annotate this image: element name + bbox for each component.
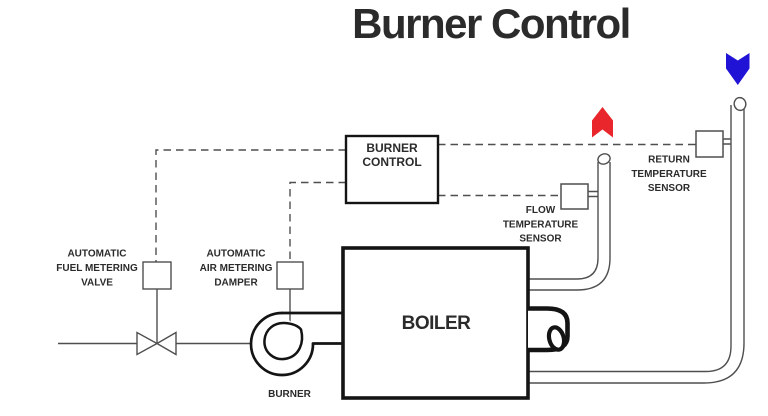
control-line-to-fuel-valve (155, 149, 346, 262)
air-damper-label-line1: AUTOMATIC (206, 249, 265, 260)
control-line-to-air-damper (289, 181, 346, 262)
page-title: Burner Control (352, 0, 630, 47)
return-sensor-label-line3: SENSOR (648, 183, 691, 194)
flow-sensor-label-line2: TEMPERATURE (503, 220, 579, 231)
burner-control-box (344, 134, 440, 205)
flow-pipe-open-end (597, 153, 611, 165)
boiler-label: BOILER (402, 313, 472, 334)
flow-sensor-label-line1: FLOW (526, 205, 556, 216)
return-temperature-sensor-box (695, 130, 724, 158)
return-sensor-label-line2: TEMPERATURE (631, 169, 707, 180)
boiler-pipe-stub-opening (546, 325, 567, 352)
valve-bowtie-right (155, 331, 177, 356)
fuel-valve-label-line3: VALVE (81, 278, 113, 289)
valve-bowtie-left (136, 331, 159, 356)
air-damper-label-line2: AIR METERING (200, 263, 273, 274)
fuel-valve-actuator-box (142, 261, 172, 290)
flow-pipe-outer-wall (526, 162, 611, 291)
flow-sensor-label-line3: SENSOR (519, 234, 562, 245)
flow-direction-up-arrow-icon (592, 107, 613, 138)
flow-pipe-inner-wall (526, 162, 599, 280)
burner-control-label-line1: BURNER (366, 141, 418, 155)
return-pipe-inner-wall (526, 105, 732, 373)
return-pipe-open-end (733, 96, 747, 112)
flow-temperature-sensor-box (560, 183, 589, 210)
return-sensor-label-line1: RETURN (648, 155, 690, 166)
burner-impeller (263, 321, 304, 361)
burner-control-label-line2: CONTROL (362, 155, 421, 169)
air-damper-label-line3: DAMPER (214, 278, 258, 289)
return-pipe-outer-wall (526, 105, 745, 384)
air-damper-actuator-box (276, 261, 304, 290)
flow-sensor-probe (588, 190, 598, 198)
fuel-valve-label-line1: AUTOMATIC (67, 249, 126, 260)
boiler-box (341, 246, 530, 400)
return-sensor-probe (723, 138, 731, 145)
fuel-valve-label-line2: FUEL METERING (56, 263, 138, 274)
burner-label: BURNER (268, 389, 312, 400)
return-direction-down-arrow-icon (726, 53, 750, 85)
